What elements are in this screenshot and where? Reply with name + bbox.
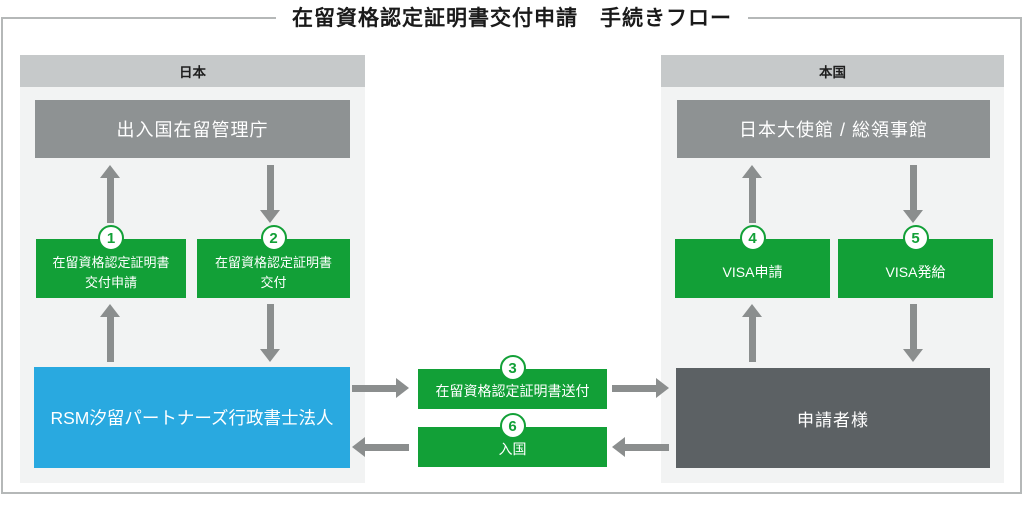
step-6-number-badge: 6 [499,413,526,439]
step-6-label: 入国 [498,441,527,458]
japan-panel-header: 日本 [20,55,365,87]
step-2-label-line1: 在留資格認定証明書 [214,254,332,270]
step-2-number-badge: 2 [260,225,287,251]
arrow-up-firm-to-step1-icon [100,304,120,362]
arrow-up-coe-application-icon [100,165,120,223]
step-1-label-line2: 交付申請 [84,275,137,290]
page-title: 在留資格認定証明書交付申請 手続きフロー [276,2,748,32]
step-5-number-badge: 5 [902,225,929,251]
step-5-label: VISA発給 [885,263,946,280]
step-6-box: 6 入国 [418,413,607,467]
step-4-label: VISA申請 [722,263,783,280]
step-4-box: 4 VISA申請 [675,225,830,298]
arrow-left-step6-to-firm-icon [352,437,409,457]
arrow-down-coe-issuance-icon [260,165,280,223]
step-2-label-line2: 交付 [260,275,287,290]
arrow-up-applicant-to-step4-icon [742,304,762,362]
home-country-panel-header: 本国 [661,55,1004,87]
rsm-firm-box: RSM汐留パートナーズ行政書士法人 [34,367,350,468]
arrow-right-firm-to-step3-icon [352,378,409,398]
step-3-label: 在留資格認定証明書送付 [435,383,590,400]
step-1-box: 1 在留資格認定証明書 交付申請 [36,225,186,298]
arrow-up-visa-application-icon [742,165,762,223]
immigration-agency-box: 出入国在留管理庁 [35,100,350,158]
step-3-box: 3 在留資格認定証明書送付 [418,355,607,409]
step-5-box: 5 VISA発給 [838,225,993,298]
applicant-box: 申請者様 [676,368,990,468]
arrow-left-applicant-to-step6-icon [612,437,669,457]
arrow-down-visa-issuance-icon [903,165,923,223]
arrow-down-step2-to-firm-icon [260,304,280,362]
step-1-number-badge: 1 [98,225,124,251]
step-1-label-line1: 在留資格認定証明書 [52,254,170,270]
step-4-number-badge: 4 [739,225,766,251]
arrow-down-step5-to-applicant-icon [903,304,923,362]
embassy-box: 日本大使館 / 総領事館 [677,100,990,158]
arrow-right-step3-to-applicant-icon [612,378,669,398]
step-3-number-badge: 3 [499,355,526,381]
step-2-box: 2 在留資格認定証明書 交付 [197,225,350,298]
